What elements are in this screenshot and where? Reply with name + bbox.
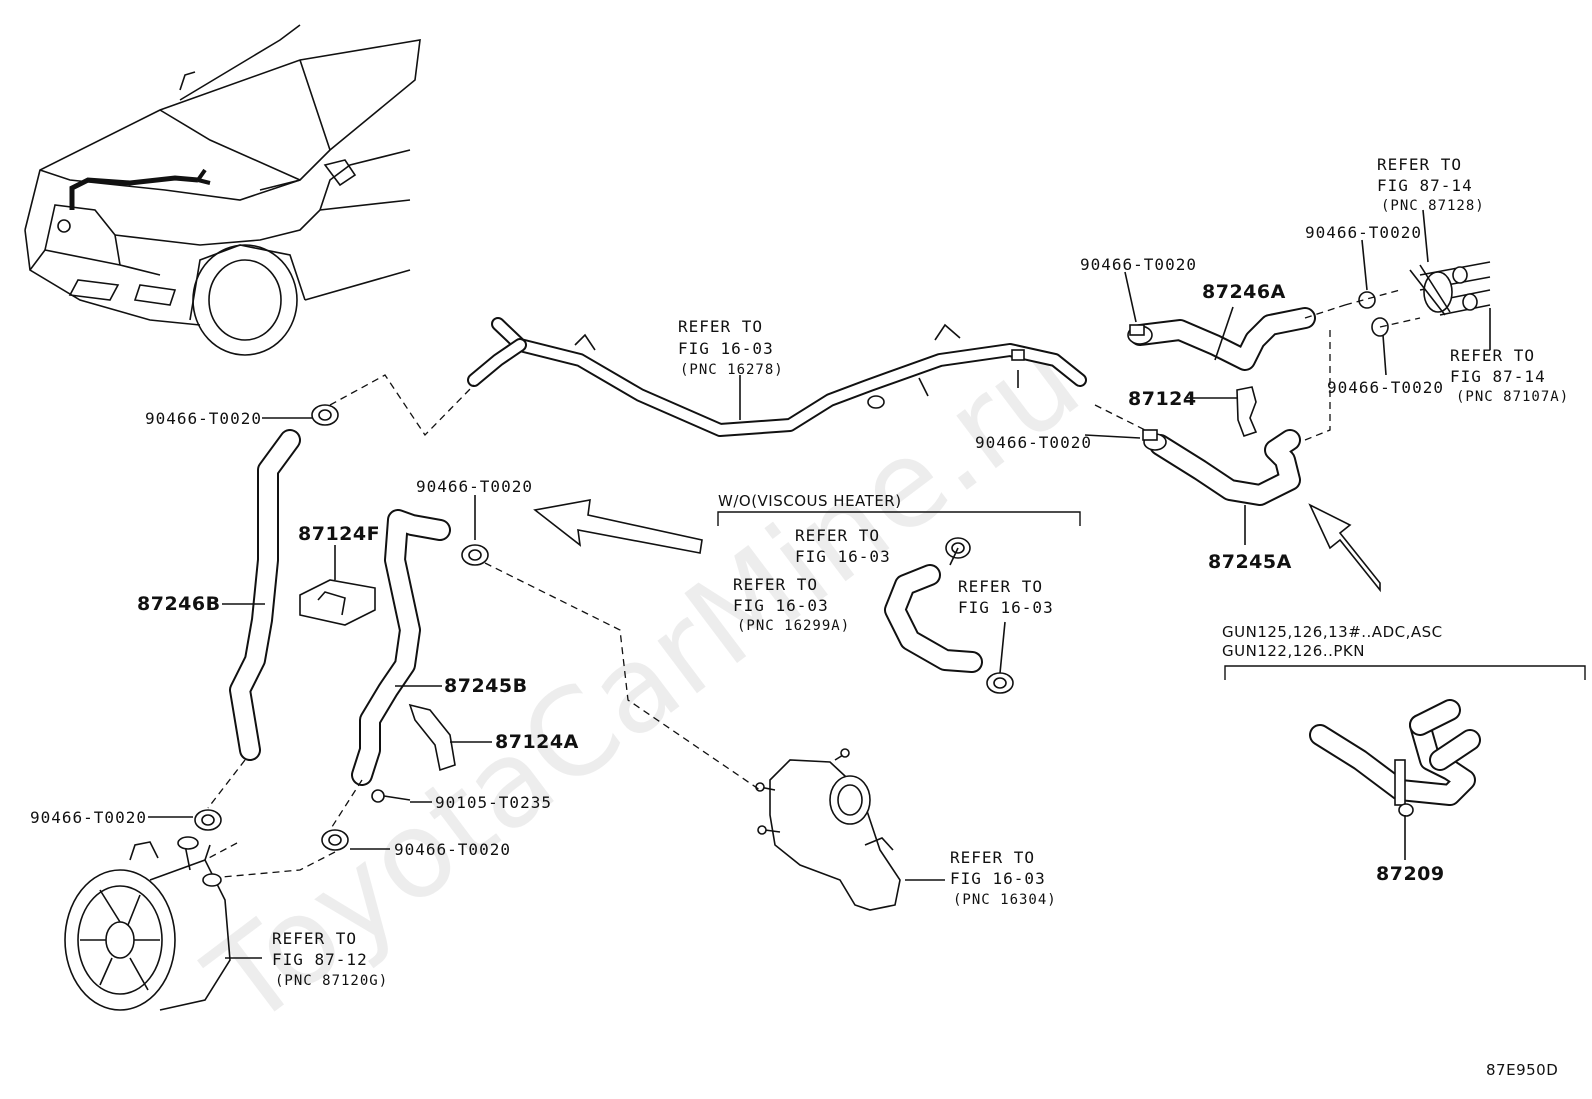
- hose-87246B: [222, 429, 301, 761]
- part-number-clip: 90466-T0020: [416, 477, 533, 496]
- direction-arrow-icon: [1308, 503, 1381, 593]
- refer-to-label: REFER TO: [733, 575, 818, 594]
- refer-to-fig: FIG 16-03: [950, 869, 1046, 888]
- water-inlet-housing-16304: [755, 748, 945, 911]
- part-number-87245A: 87245A: [1208, 551, 1292, 573]
- coolant-pipe-16278: [467, 317, 1087, 437]
- section-gun-models: GUN125,126,13#..ADC,ASC GUN122,126..PKN: [1222, 623, 1586, 860]
- refer-to-pnc: (PNC 16304): [953, 892, 1057, 908]
- bolt-icon: [371, 789, 432, 803]
- refer-to-fig: FIG 87-14: [1377, 176, 1473, 195]
- refer-to-label: REFER TO: [1450, 346, 1535, 365]
- part-number-87209: 87209: [1376, 863, 1445, 885]
- refer-to-label: REFER TO: [678, 317, 763, 336]
- refer-to-fig: FIG 16-03: [958, 598, 1054, 617]
- hose-87245A: [1149, 429, 1301, 545]
- clip-icon: [194, 809, 222, 831]
- clip-icon: [986, 672, 1014, 694]
- part-number-clip: 90466-T0020: [145, 409, 262, 428]
- direction-arrow-icon: [533, 499, 703, 554]
- part-number-clip: 90466-T0020: [30, 808, 147, 827]
- refer-to-pnc: (PNC 16299A): [737, 618, 850, 634]
- part-number-bolt: 90105-T0235: [435, 793, 552, 812]
- refer-to-pnc: (PNC 87107A): [1456, 389, 1569, 405]
- part-number-87124A: 87124A: [495, 731, 579, 753]
- refer-to-label: REFER TO: [272, 929, 357, 948]
- refer-to-pnc: (PNC 87128): [1381, 198, 1485, 214]
- refer-to-fig: FIG 16-03: [678, 339, 774, 358]
- section-label-gun-line1: GUN125,126,13#..ADC,ASC: [1222, 623, 1443, 641]
- clip-icon: [311, 404, 339, 426]
- refer-to-fig: FIG 16-03: [795, 547, 891, 566]
- clip-icon: [1127, 324, 1153, 345]
- part-number-87245B: 87245B: [444, 675, 528, 697]
- refer-to-label: REFER TO: [950, 848, 1035, 867]
- clip-icon: [321, 829, 349, 851]
- part-number-87124F: 87124F: [298, 523, 380, 545]
- vehicle-illustration: [24, 24, 421, 356]
- bracket-87124: [1236, 386, 1258, 438]
- refer-to-pnc: (PNC 87120G): [275, 973, 388, 989]
- refer-to-label: REFER TO: [1377, 155, 1462, 174]
- refer-to-fig: FIG 16-03: [733, 596, 829, 615]
- diagram-id: 87E950D: [1486, 1061, 1558, 1079]
- part-number-clip: 90466-T0020: [1327, 378, 1444, 397]
- section-label-wo-viscous-heater: W/O(VISCOUS HEATER): [718, 492, 902, 510]
- part-number-87124: 87124: [1128, 388, 1197, 410]
- vacuum-pump-87120G: [64, 836, 262, 1011]
- refer-to-label: REFER TO: [795, 526, 880, 545]
- section-wo-viscous-heater: W/O(VISCOUS HEATER): [717, 492, 1081, 694]
- refer-to-fig: FIG 87-14: [1450, 367, 1546, 386]
- part-number-clip: 90466-T0020: [1305, 223, 1422, 242]
- clip-icon: [461, 544, 489, 566]
- refer-to-pnc: (PNC 16278): [680, 362, 784, 378]
- hose-87246A: [1129, 306, 1316, 371]
- bracket-87124F: [299, 545, 376, 626]
- bracket-87124A: [408, 703, 492, 772]
- part-number-clip: 90466-T0020: [1080, 255, 1197, 274]
- part-number-clip: 90466-T0020: [975, 433, 1092, 452]
- refer-to-label: REFER TO: [958, 577, 1043, 596]
- clip-icon: [1358, 291, 1376, 309]
- heater-unit-fittings: [1409, 261, 1491, 316]
- part-number-clip: 90466-T0020: [394, 840, 511, 859]
- part-number-87246A: 87246A: [1202, 281, 1286, 303]
- section-label-gun-line2: GUN122,126..PKN: [1222, 642, 1365, 660]
- part-number-87246B: 87246B: [137, 593, 221, 615]
- refer-to-fig: FIG 87-12: [272, 950, 368, 969]
- clip-icon: [1142, 429, 1167, 451]
- hose-87245B: [351, 509, 451, 786]
